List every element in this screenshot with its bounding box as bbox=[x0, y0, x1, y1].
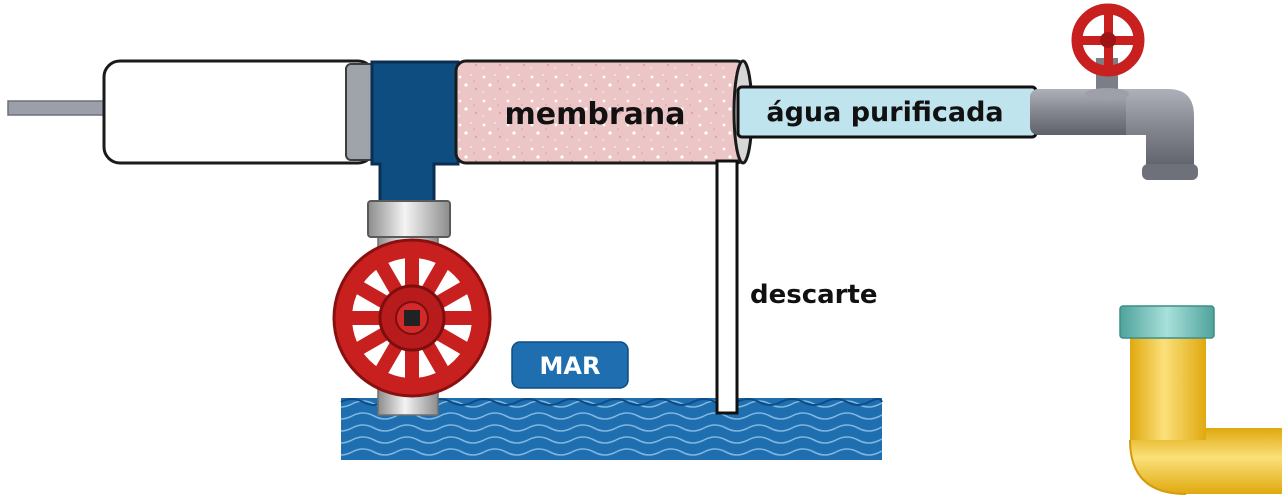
syringe-barrel bbox=[102, 59, 376, 165]
handwheel-spoke bbox=[350, 311, 384, 325]
handwheel-spoke bbox=[355, 327, 391, 354]
handwheel-spoke bbox=[440, 311, 474, 325]
handwheel-spoke bbox=[376, 339, 403, 375]
pressure-chamber bbox=[370, 60, 460, 207]
pipe-nut bbox=[367, 200, 451, 238]
handwheel-spoke bbox=[355, 282, 391, 309]
plunger-rod bbox=[7, 100, 111, 116]
sea-badge: MAR bbox=[511, 341, 629, 389]
drain-pipe-icon bbox=[1119, 305, 1282, 495]
handwheel-spoke bbox=[433, 282, 469, 309]
plunger-icon bbox=[345, 63, 375, 161]
handwheel-spoke bbox=[405, 256, 419, 290]
faucet-icon bbox=[1030, 3, 1198, 180]
handwheel-spoke bbox=[433, 327, 469, 354]
purified-water-label: água purificada bbox=[766, 97, 1003, 128]
handwheel-spoke bbox=[376, 261, 403, 297]
discharge-tube bbox=[715, 159, 739, 415]
handwheel-spoke bbox=[421, 339, 448, 375]
discharge-label: descarte bbox=[750, 280, 878, 310]
sea-label: MAR bbox=[540, 352, 601, 380]
handwheel-valve-icon bbox=[332, 238, 492, 398]
handwheel-spoke bbox=[405, 346, 419, 380]
handwheel-spoke bbox=[421, 261, 448, 297]
membrane-label: membrana bbox=[505, 97, 686, 132]
